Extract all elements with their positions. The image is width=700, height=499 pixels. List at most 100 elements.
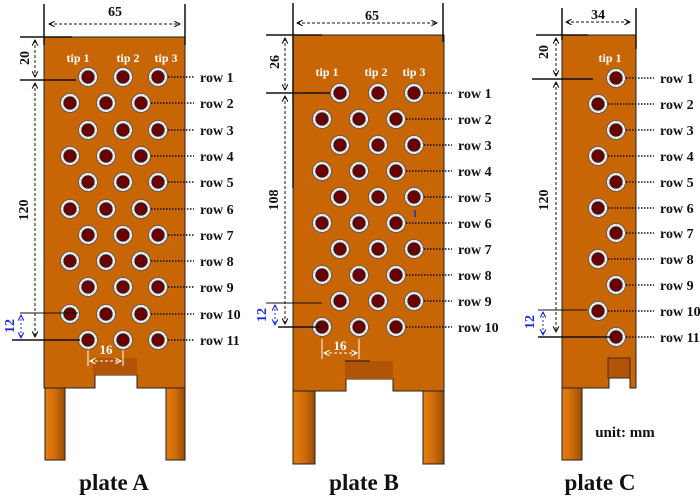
hole bbox=[330, 291, 350, 311]
hole bbox=[131, 304, 151, 324]
hole bbox=[312, 265, 332, 285]
row-label: row 2 bbox=[458, 113, 492, 128]
hole bbox=[368, 135, 388, 155]
plate-a-tip-labels: tip 1 tip 2 tip 3 bbox=[66, 51, 177, 65]
hole bbox=[96, 93, 116, 113]
hole bbox=[312, 161, 332, 181]
hole bbox=[148, 277, 168, 297]
row-label: row 2 bbox=[200, 97, 234, 112]
hole bbox=[113, 67, 133, 87]
tip-label: tip 1 bbox=[315, 65, 338, 79]
row-label: row 6 bbox=[200, 203, 234, 218]
hole bbox=[386, 109, 406, 129]
tip-label: tip 2 bbox=[116, 51, 139, 65]
hole bbox=[96, 251, 116, 271]
tip-label: tip 1 bbox=[598, 51, 621, 65]
hole bbox=[404, 83, 424, 103]
row-label: row 10 bbox=[660, 305, 700, 320]
row-label: row 5 bbox=[200, 176, 234, 191]
hole bbox=[78, 277, 98, 297]
hole bbox=[606, 172, 626, 192]
hole bbox=[606, 120, 626, 140]
plate-b-title: plate B bbox=[329, 470, 399, 495]
hole bbox=[368, 291, 388, 311]
plate-c-leg bbox=[561, 387, 583, 461]
hole bbox=[368, 187, 388, 207]
hole bbox=[78, 225, 98, 245]
row-label: row 2 bbox=[660, 98, 694, 113]
hole bbox=[60, 93, 80, 113]
row-label: row 9 bbox=[458, 295, 492, 310]
plate-c-dimensions bbox=[532, 8, 637, 338]
hole bbox=[606, 68, 626, 88]
hole bbox=[60, 146, 80, 166]
row-label: row 1 bbox=[660, 72, 694, 87]
hole bbox=[78, 330, 98, 350]
hole bbox=[113, 120, 133, 140]
hole bbox=[131, 199, 151, 219]
hole bbox=[588, 249, 608, 269]
row-label: row 8 bbox=[660, 253, 694, 268]
row-label: row 9 bbox=[660, 279, 694, 294]
hole bbox=[404, 187, 424, 207]
hole bbox=[606, 223, 626, 243]
row-label: row 4 bbox=[200, 150, 234, 165]
hole bbox=[349, 317, 369, 337]
hole bbox=[96, 304, 116, 324]
plate-b-left-leg bbox=[292, 390, 316, 465]
row-label: row 3 bbox=[660, 124, 694, 139]
top-offset-dimension-label: 20 bbox=[537, 45, 552, 59]
row-label: row 4 bbox=[660, 150, 694, 165]
width-dimension-label: 65 bbox=[365, 9, 379, 24]
tip-pitch-dimension-label: 16 bbox=[334, 338, 348, 353]
tip-label: tip 1 bbox=[66, 51, 89, 65]
hole bbox=[131, 93, 151, 113]
row-pitch-dimension-label: 12 bbox=[523, 315, 538, 329]
hole bbox=[606, 275, 626, 295]
hole bbox=[60, 251, 80, 271]
plate-a-left-leg bbox=[44, 387, 66, 461]
row-label: row 11 bbox=[200, 334, 240, 349]
hole bbox=[131, 251, 151, 271]
hole bbox=[148, 330, 168, 350]
plate-c-notch bbox=[607, 357, 631, 379]
hole bbox=[113, 225, 133, 245]
hole bbox=[588, 146, 608, 166]
hole bbox=[148, 225, 168, 245]
span-dimension-label: 108 bbox=[267, 190, 282, 211]
hole bbox=[404, 291, 424, 311]
row-label: row 7 bbox=[660, 227, 694, 242]
row-label: row 5 bbox=[458, 191, 492, 206]
hole bbox=[386, 265, 406, 285]
top-offset-dimension-label: 26 bbox=[268, 55, 283, 69]
plate-c-title: plate C bbox=[565, 470, 636, 495]
hole bbox=[148, 67, 168, 87]
tip-label: tip 3 bbox=[154, 51, 177, 65]
hole bbox=[349, 161, 369, 181]
hole bbox=[78, 120, 98, 140]
row-label: row 3 bbox=[458, 139, 492, 154]
hole bbox=[368, 83, 388, 103]
top-offset-dimension-label: 20 bbox=[18, 51, 33, 65]
hole bbox=[386, 317, 406, 337]
width-dimension-label: 65 bbox=[108, 5, 122, 20]
hole bbox=[588, 94, 608, 114]
row-label: row 1 bbox=[458, 87, 492, 102]
row-label: row 1 bbox=[200, 71, 234, 86]
row-label: row 8 bbox=[458, 269, 492, 284]
hole bbox=[330, 135, 350, 155]
tip-label: tip 3 bbox=[402, 65, 425, 79]
unit-label: unit: mm bbox=[595, 425, 655, 441]
plate-b-right-leg bbox=[422, 390, 445, 465]
row-label: row 8 bbox=[200, 255, 234, 270]
row-label: row 4 bbox=[458, 165, 492, 180]
hole bbox=[148, 172, 168, 192]
hole bbox=[330, 239, 350, 259]
hole bbox=[113, 277, 133, 297]
plate-b-tip-labels: tip 1 tip 2 tip 3 bbox=[315, 65, 425, 79]
hole bbox=[113, 172, 133, 192]
hole bbox=[386, 161, 406, 181]
